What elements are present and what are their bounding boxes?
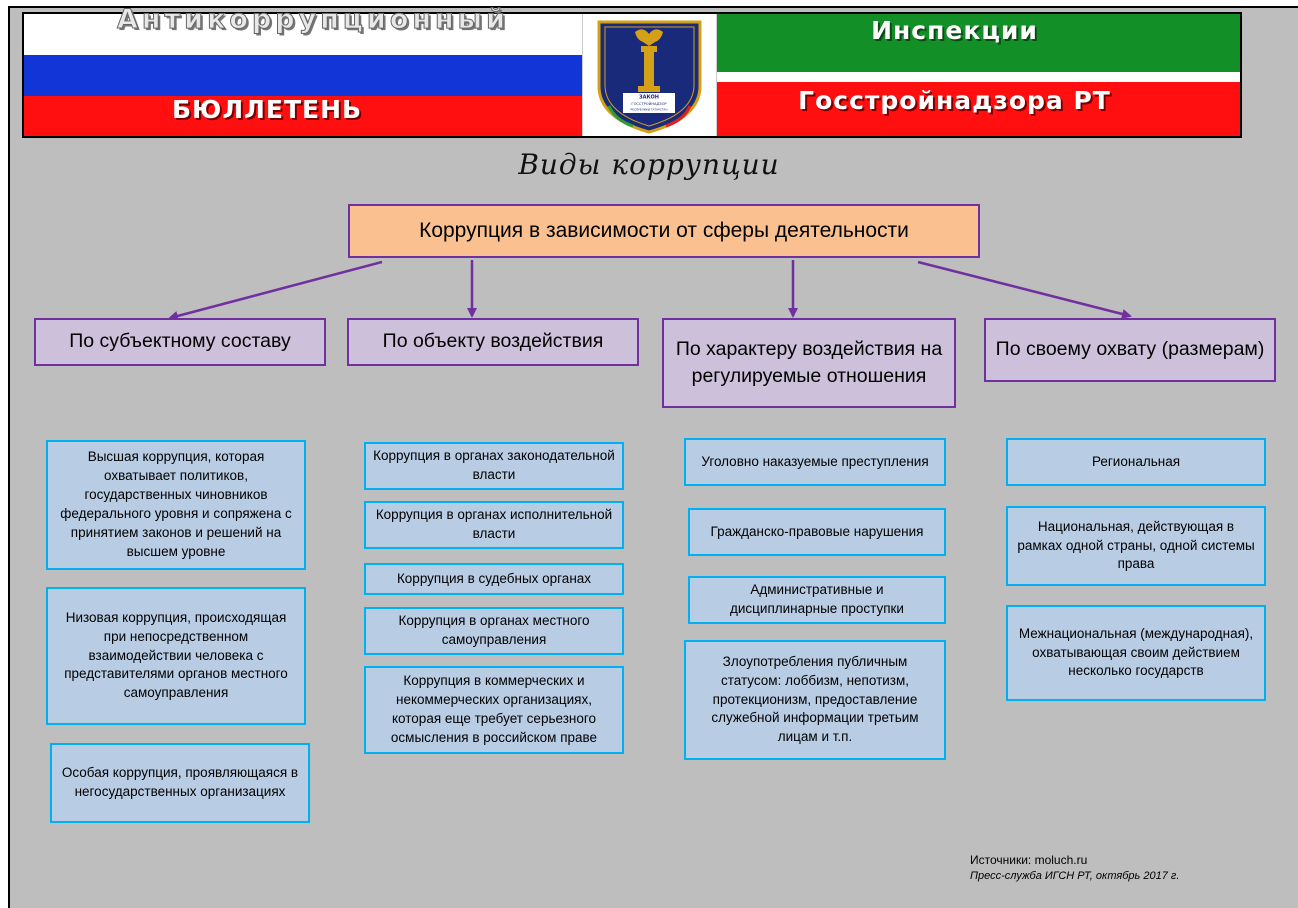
header-title-anticorruption: Антикоррупционный — [116, 4, 510, 36]
sources-note: Источники: moluch.ru Пресс-служба ИГСН Р… — [970, 852, 1179, 885]
diagram-title: Виды коррупции — [518, 148, 780, 181]
leaf-node: Коррупция в органах законодательной влас… — [364, 442, 624, 490]
flag-stripe-green — [717, 14, 1240, 72]
leaf-node: Особая коррупция, проявляющаяся в негосу… — [50, 743, 310, 823]
leaf-node: Коррупция в органах исполнительной власт… — [364, 501, 624, 549]
flag-stripe-white-thin — [717, 72, 1240, 82]
tatarstan-flag-stripes — [717, 14, 1240, 136]
category-node-object: По объекту воздействия — [347, 318, 639, 366]
source-line-press: Пресс-служба ИГСН РТ, октябрь 2017 г. — [970, 870, 1180, 883]
root-node: Коррупция в зависимости от сферы деятель… — [348, 204, 980, 258]
bulletin-header: ЗАКОН ГОССТРОЙНАДЗОР РЕСПУБЛИКИ ТАТАРСТА… — [22, 12, 1242, 138]
header-title-gosstroynadzor: Госстройнадзора РТ — [798, 86, 1111, 115]
flag-stripe-red — [717, 82, 1240, 136]
category-node-subject: По субъектному составу — [34, 318, 326, 366]
flag-stripe-blue — [24, 55, 582, 96]
header-title-inspection: Инспекции — [871, 16, 1038, 45]
leaf-node: Высшая коррупция, которая охватывает пол… — [46, 440, 306, 570]
leaf-node: Межнациональная (международная), охватыв… — [1006, 605, 1266, 701]
leaf-node: Злоупотребления публичным статусом: лобб… — [684, 640, 946, 760]
flag-stripe-white — [24, 14, 582, 55]
flag-stripe-red — [24, 96, 582, 136]
logo-text-law: ЗАКОН — [639, 95, 659, 101]
leaf-node: Низовая коррупция, происходящая при непо… — [46, 587, 306, 725]
category-node-scope: По своему охвату (размерам) — [984, 318, 1276, 382]
leaf-node: Коррупция в коммерческих и некоммерчески… — [364, 666, 624, 754]
connector-arrow — [168, 260, 383, 321]
leaf-node: Административные и дисциплинарные просту… — [688, 576, 946, 624]
russian-flag-stripes — [24, 14, 582, 136]
leaf-node: Национальная, действующая в рамках одной… — [1006, 506, 1266, 586]
leaf-node: Уголовно наказуемые преступления — [684, 438, 946, 486]
leaf-node: Гражданско-правовые нарушения — [688, 508, 946, 556]
connector-arrow — [917, 260, 1132, 319]
leaf-node: Коррупция в органах местного самоуправле… — [364, 607, 624, 655]
leaf-node: Коррупция в судебных органах — [364, 563, 624, 595]
leaf-node: Региональная — [1006, 438, 1266, 486]
header-title-bulletin: БЮЛЛЕТЕНЬ — [172, 95, 363, 124]
source-line: Источники: moluch.ru — [970, 853, 1088, 867]
category-node-character: По характеру воздействия на регулируемые… — [662, 318, 956, 408]
emblem-shield-icon: ЗАКОН ГОССТРОЙНАДЗОР РЕСПУБЛИКИ ТАТАРСТА… — [597, 20, 702, 134]
logo-text-org: ГОССТРОЙНАДЗОР — [631, 101, 667, 106]
gosstroynadzor-logo: ЗАКОН ГОССТРОЙНАДЗОР РЕСПУБЛИКИ ТАТАРСТА… — [582, 14, 717, 136]
logo-text-region: РЕСПУБЛИКИ ТАТАРСТАН — [631, 108, 668, 112]
